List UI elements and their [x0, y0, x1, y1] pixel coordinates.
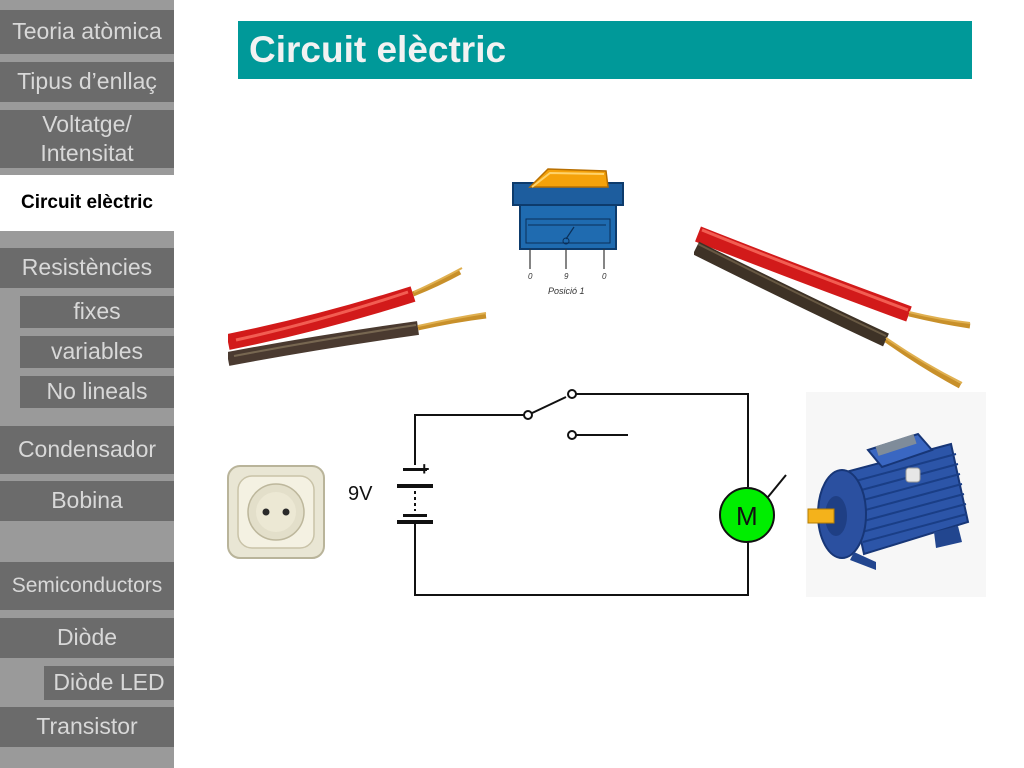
nav-semiconductors[interactable]: Semiconductors	[0, 562, 174, 610]
nav-fixes[interactable]: fixes	[20, 296, 174, 328]
pin-label-1: 0	[528, 272, 533, 281]
battery-plate-short-2	[403, 514, 427, 517]
battery-plus-sign: +	[419, 459, 430, 479]
nav-voltatge-line1: Voltatge/	[42, 111, 132, 138]
wire-right-image	[694, 226, 971, 389]
wall-socket-image	[227, 465, 325, 559]
nav-condensador[interactable]: Condensador	[0, 426, 174, 474]
motor-symbol	[719, 487, 775, 543]
rocker-switch-image: 0 9 0 Posició 1	[512, 168, 624, 296]
slide-title-bar: Circuit elèctric	[238, 21, 972, 79]
switch-contact-2	[567, 430, 577, 440]
sidebar-nav: Teoria atòmica Tipus d’enllaç Voltatge/ …	[0, 0, 174, 768]
nav-voltatge-intensitat[interactable]: Voltatge/ Intensitat	[0, 110, 174, 168]
electric-motor-image	[806, 392, 986, 597]
nav-resistencies[interactable]: Resistències	[0, 248, 174, 288]
wire-left-image	[228, 267, 487, 366]
nav-variables[interactable]: variables	[20, 336, 174, 368]
battery-plate-short-1	[403, 468, 427, 471]
nav-tipus-enllac[interactable]: Tipus d’enllaç	[0, 62, 174, 102]
nav-diode[interactable]: Diòde	[0, 618, 174, 658]
battery-plate-long	[397, 484, 433, 488]
slide-title: Circuit elèctric	[249, 29, 507, 70]
switch-contact-1	[567, 389, 577, 399]
nav-bobina[interactable]: Bobina	[0, 481, 174, 521]
switch-contact-common	[523, 410, 533, 420]
pin-label-2: 9	[564, 272, 569, 281]
circuit-diagram: + 9V M	[348, 389, 787, 596]
nav-no-lineals[interactable]: No lineals	[20, 376, 174, 408]
nav-voltatge-line2: Intensitat	[40, 140, 134, 166]
switch-caption: Posició 1	[548, 286, 585, 296]
nav-transistor[interactable]: Transistor	[0, 707, 174, 747]
nav-teoria-atomica[interactable]: Teoria atòmica	[0, 10, 174, 54]
battery-voltage-label: 9V	[348, 483, 373, 505]
nav-diode-led[interactable]: Diòde LED	[44, 666, 174, 700]
nav-circuit-electric[interactable]: Circuit elèctric	[0, 175, 174, 231]
battery-plate-long-2	[397, 520, 433, 524]
pin-label-3: 0	[602, 272, 607, 281]
motor-label: M	[736, 501, 758, 531]
